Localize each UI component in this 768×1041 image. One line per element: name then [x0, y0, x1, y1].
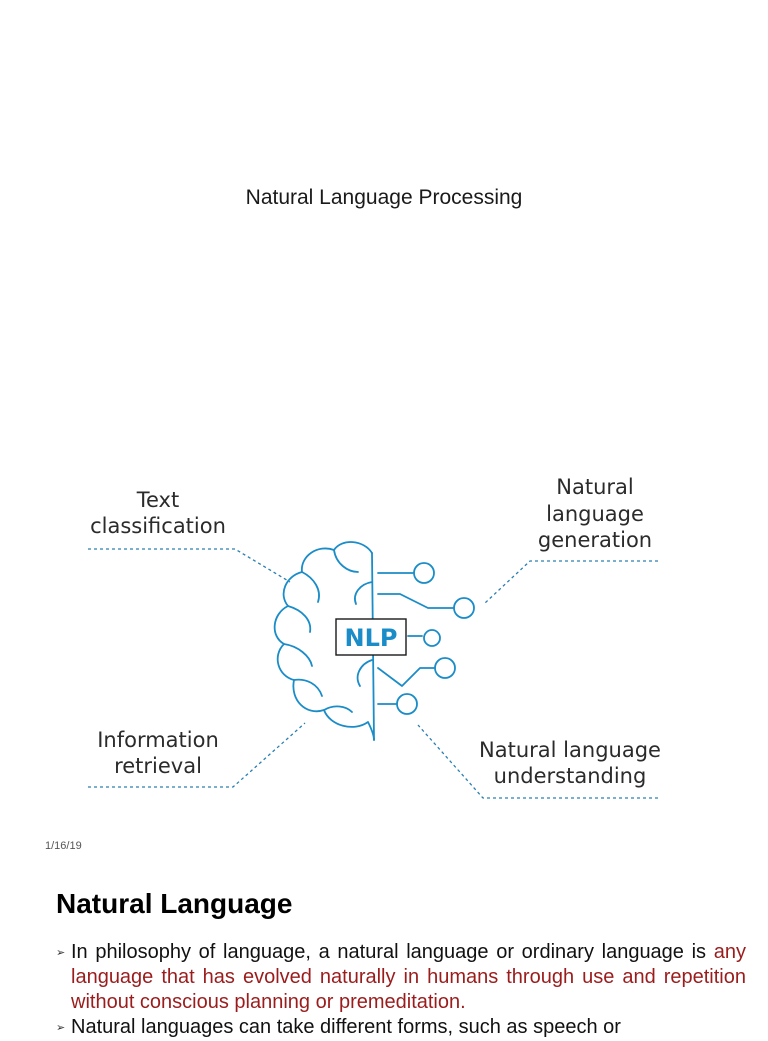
connector-top-left	[88, 548, 291, 583]
brain-fold	[283, 643, 313, 667]
slide-title: Natural Language Processing	[245, 186, 523, 209]
brain-fold	[323, 705, 353, 713]
connector-lines	[88, 548, 658, 799]
label-text-classification-line2: classification	[90, 514, 226, 538]
label-text-classification-line1: Text	[136, 488, 179, 512]
label-information-retrieval-line1: Information	[97, 728, 219, 752]
arrow-bullet-icon: ➢	[56, 1022, 66, 1034]
brain-fold	[287, 605, 312, 633]
label-nlg-line1: Natural	[556, 475, 633, 499]
brain-fold	[354, 581, 373, 605]
bullet-1-text: In philosophy of language, a natural lan…	[71, 941, 714, 963]
nlp-center-label: NLP	[345, 624, 398, 652]
label-nlu-line1: Natural language	[479, 738, 661, 762]
brain-fold	[333, 549, 359, 573]
label-nlg-line3: generation	[538, 528, 652, 552]
connector-bottom-right	[417, 724, 658, 799]
bullet-1-highlight: any language that has evolved naturally …	[71, 941, 746, 1013]
bullet-item-2: ➢ Natural languages can take different f…	[56, 1015, 746, 1040]
nlp-label-box	[335, 618, 407, 656]
section-heading: Natural Language	[56, 888, 293, 919]
slide-date: 1/16/19	[45, 840, 82, 852]
bullet-item-1: ➢ In philosophy of language, a natural l…	[56, 940, 746, 1015]
bullet-2-text: Natural languages can take different for…	[71, 1016, 621, 1038]
arrow-bullet-icon: ➢	[56, 947, 66, 959]
label-nlg-line2: language	[546, 502, 644, 526]
connector-top-right	[484, 560, 658, 604]
brain-fold	[356, 659, 373, 687]
nlp-diagram: NLP Text classification Natural language…	[88, 475, 661, 799]
label-information-retrieval-line2: retrieval	[114, 754, 202, 778]
circuit-icon	[377, 562, 475, 715]
bullet-list: ➢ In philosophy of language, a natural l…	[56, 940, 746, 1040]
brain-fold	[293, 678, 323, 697]
label-nlu-line2: understanding	[494, 764, 647, 788]
brain-fold	[301, 571, 320, 603]
connector-bottom-left	[88, 722, 306, 788]
